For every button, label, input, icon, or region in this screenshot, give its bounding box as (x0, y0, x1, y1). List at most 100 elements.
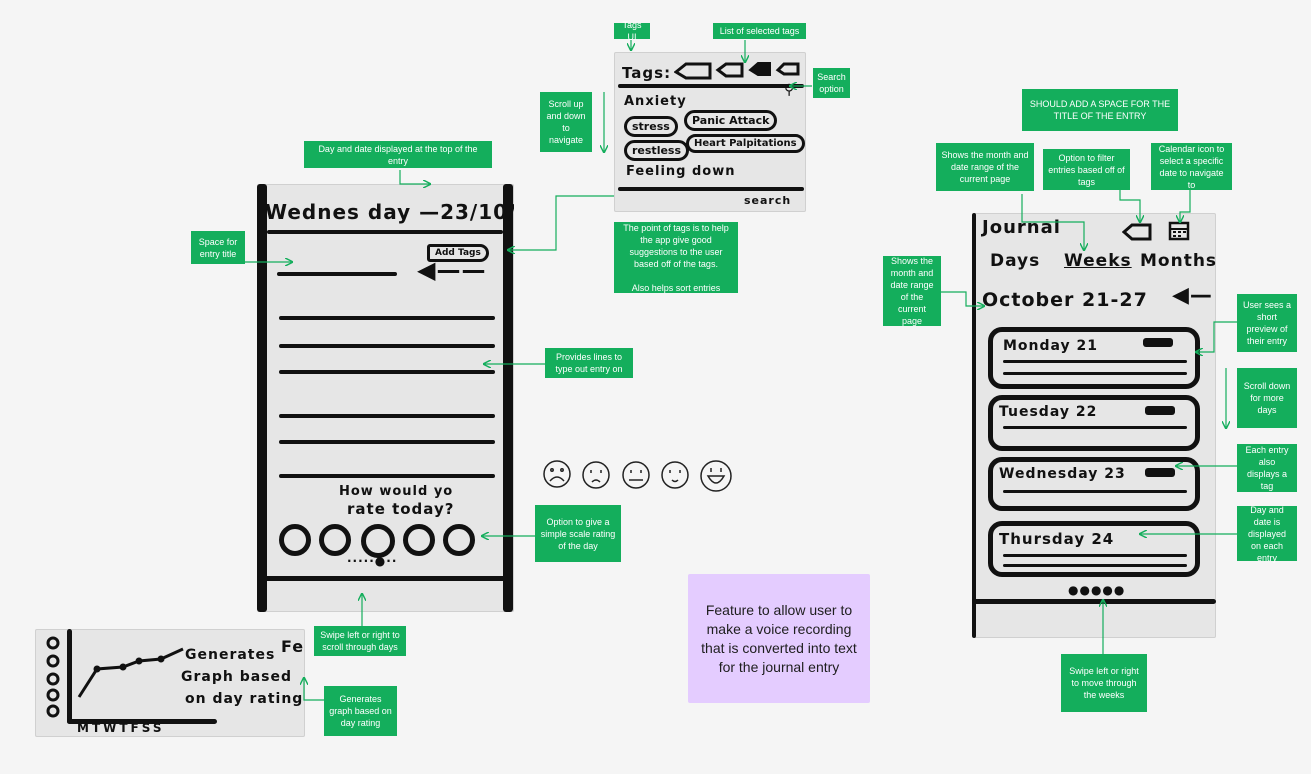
note-tags-ui: Tags UI (614, 20, 650, 42)
note-generates-graph: Generates graph based on day rating (324, 686, 397, 736)
entry-line-6 (279, 474, 495, 478)
note-rating-option: Option to give a simple scale rating of … (535, 505, 621, 562)
entry-line-3 (279, 370, 495, 374)
tag-item-panic-attack[interactable]: Panic Attack (684, 110, 778, 131)
rating-circle-5[interactable] (443, 524, 475, 556)
entry-line-4 (279, 414, 495, 418)
entry-left-border (257, 184, 267, 612)
entry-line-5 (279, 440, 495, 444)
page-dots[interactable]: ·····●·· (347, 554, 398, 568)
mood-faces (543, 460, 732, 492)
entry-card-tag (1143, 338, 1173, 347)
entry-card-tag (1145, 468, 1175, 477)
voice-recording-sticky: Feature to allow user to make a voice re… (688, 574, 870, 703)
tags-footer-line (618, 187, 804, 191)
entry-right-border (503, 184, 513, 612)
tag-item-restless[interactable]: restless (624, 140, 690, 161)
entry-bottom-bar (257, 576, 513, 581)
tag-item-feeling-down[interactable]: Feeling down (626, 164, 736, 179)
week-page-dots[interactable]: ●●●●● (1068, 583, 1126, 597)
note-filter-tags: Option to filter entries based off of ta… (1043, 149, 1130, 190)
entry-card-line (1003, 490, 1187, 493)
filter-tag-icon[interactable] (1122, 223, 1152, 241)
face-neutral-icon (622, 461, 650, 489)
entry-card-label: Tuesday 22 (999, 404, 1098, 420)
note-selected-tags: List of selected tags (713, 23, 806, 39)
note-space-title: Space for entry title (191, 231, 245, 264)
note-provides-lines: Provides lines to type out entry on (545, 348, 633, 378)
tab-days[interactable]: Days (990, 251, 1041, 271)
note-swipe-weeks: Swipe left or right to move through the … (1061, 654, 1147, 712)
tags-label: Tags: (622, 64, 672, 82)
note-shows-month-top: Shows the month and date range of the cu… (936, 143, 1034, 191)
entry-card-monday[interactable]: Monday 21 (988, 327, 1200, 389)
graph-rating-points (46, 636, 184, 718)
rate-question-1: How would yo (339, 484, 454, 499)
graph-text-3: on day rating (185, 691, 304, 707)
entry-card-line (1003, 372, 1187, 375)
entry-card-wednesday[interactable]: Wednesday 23 (988, 457, 1200, 511)
journal-week-sketch: Journal Days Weeks Months October 21-27 … (972, 213, 1216, 638)
rating-circle-4[interactable] (403, 524, 435, 556)
tag-shapes (674, 62, 800, 80)
note-should-add-title: SHOULD ADD A SPACE FOR THE TITLE OF THE … (1022, 89, 1178, 131)
graph-axis-horizontal (67, 719, 217, 724)
entry-card-thursday[interactable]: Thursday 24 (988, 521, 1200, 577)
rating-circle-3[interactable] (361, 524, 395, 558)
note-calendar-icon: Calendar icon to select a specific date … (1151, 143, 1232, 190)
note-entry-tag: Each entry also displays a tag (1237, 444, 1297, 492)
note-search-option: Search option (813, 68, 850, 98)
entry-card-line (1003, 554, 1187, 557)
face-very-happy-icon (700, 460, 732, 492)
graph-days: MTWTFSS (77, 721, 165, 735)
journal-title: Journal (982, 217, 1061, 238)
entry-card-line (1003, 360, 1187, 363)
tab-months[interactable]: Months (1140, 251, 1216, 271)
note-day-date-top: Day and date displayed at the top of the… (304, 141, 492, 168)
note-shows-month-side: Shows the month and date range of the cu… (883, 256, 941, 326)
journal-entry-sketch: Wednes day —23/10/24 Add Tags ◀—— How wo… (257, 184, 514, 612)
entry-line-1 (279, 316, 495, 320)
calendar-icon[interactable] (1168, 219, 1190, 241)
note-swipe-days: Swipe left or right to scroll through da… (314, 626, 406, 656)
rating-circle-2[interactable] (319, 524, 351, 556)
week-range: October 21-27 (982, 289, 1148, 311)
entry-card-line (1003, 564, 1187, 567)
graph-text-2: Graph based (181, 669, 293, 685)
note-day-date-each: Day and date is displayed on each entry (1237, 505, 1297, 563)
title-arrow-icon: ◀—— (417, 256, 487, 284)
graph-sketch: Generates Graph based on day rating MTWT… (35, 629, 305, 737)
entry-date-underline (267, 230, 503, 234)
week-left-border (972, 213, 976, 638)
entry-line-2 (279, 344, 495, 348)
rating-circle-1[interactable] (279, 524, 311, 556)
note-user-preview: User sees a short preview of their entry (1237, 294, 1297, 352)
note-scroll-up-down: Scroll up and down to navigate (540, 92, 592, 152)
entry-card-tuesday[interactable]: Tuesday 22 (988, 395, 1200, 451)
tags-ui-sketch: Tags: ⚲ Anxiety stress Panic Attack rest… (614, 52, 806, 212)
search-label[interactable]: search (744, 194, 792, 207)
week-bottom-bar (972, 599, 1216, 604)
graph-text-1: Generates (185, 647, 276, 663)
rate-question-2: rate today? (347, 500, 455, 518)
tab-weeks[interactable]: Weeks (1064, 251, 1132, 271)
entry-card-tag (1145, 406, 1175, 415)
tags-header-underline (618, 84, 804, 88)
add-tags-button[interactable]: Add Tags (427, 244, 489, 262)
face-very-sad-icon (543, 460, 571, 488)
entry-title-line (277, 272, 397, 276)
face-happy-icon (661, 461, 689, 489)
note-scroll-down: Scroll down for more days (1237, 368, 1297, 428)
search-icon[interactable]: ⚲ (784, 82, 796, 98)
tag-item-stress[interactable]: stress (624, 116, 678, 137)
entry-card-label: Monday 21 (1003, 338, 1099, 354)
graph-axis-vertical (67, 629, 72, 724)
entry-card-line (1003, 426, 1187, 429)
face-sad-icon (582, 461, 610, 489)
tag-item-anxiety[interactable]: Anxiety (624, 94, 687, 109)
graph-partial-text: Fe (281, 637, 305, 656)
entry-card-label: Thursday 24 (999, 530, 1115, 548)
entry-date: Wednes day —23/10/24 (265, 200, 514, 224)
entry-card-label: Wednesday 23 (999, 466, 1126, 482)
tag-item-heart-palpitations[interactable]: Heart Palpitations (686, 134, 805, 153)
